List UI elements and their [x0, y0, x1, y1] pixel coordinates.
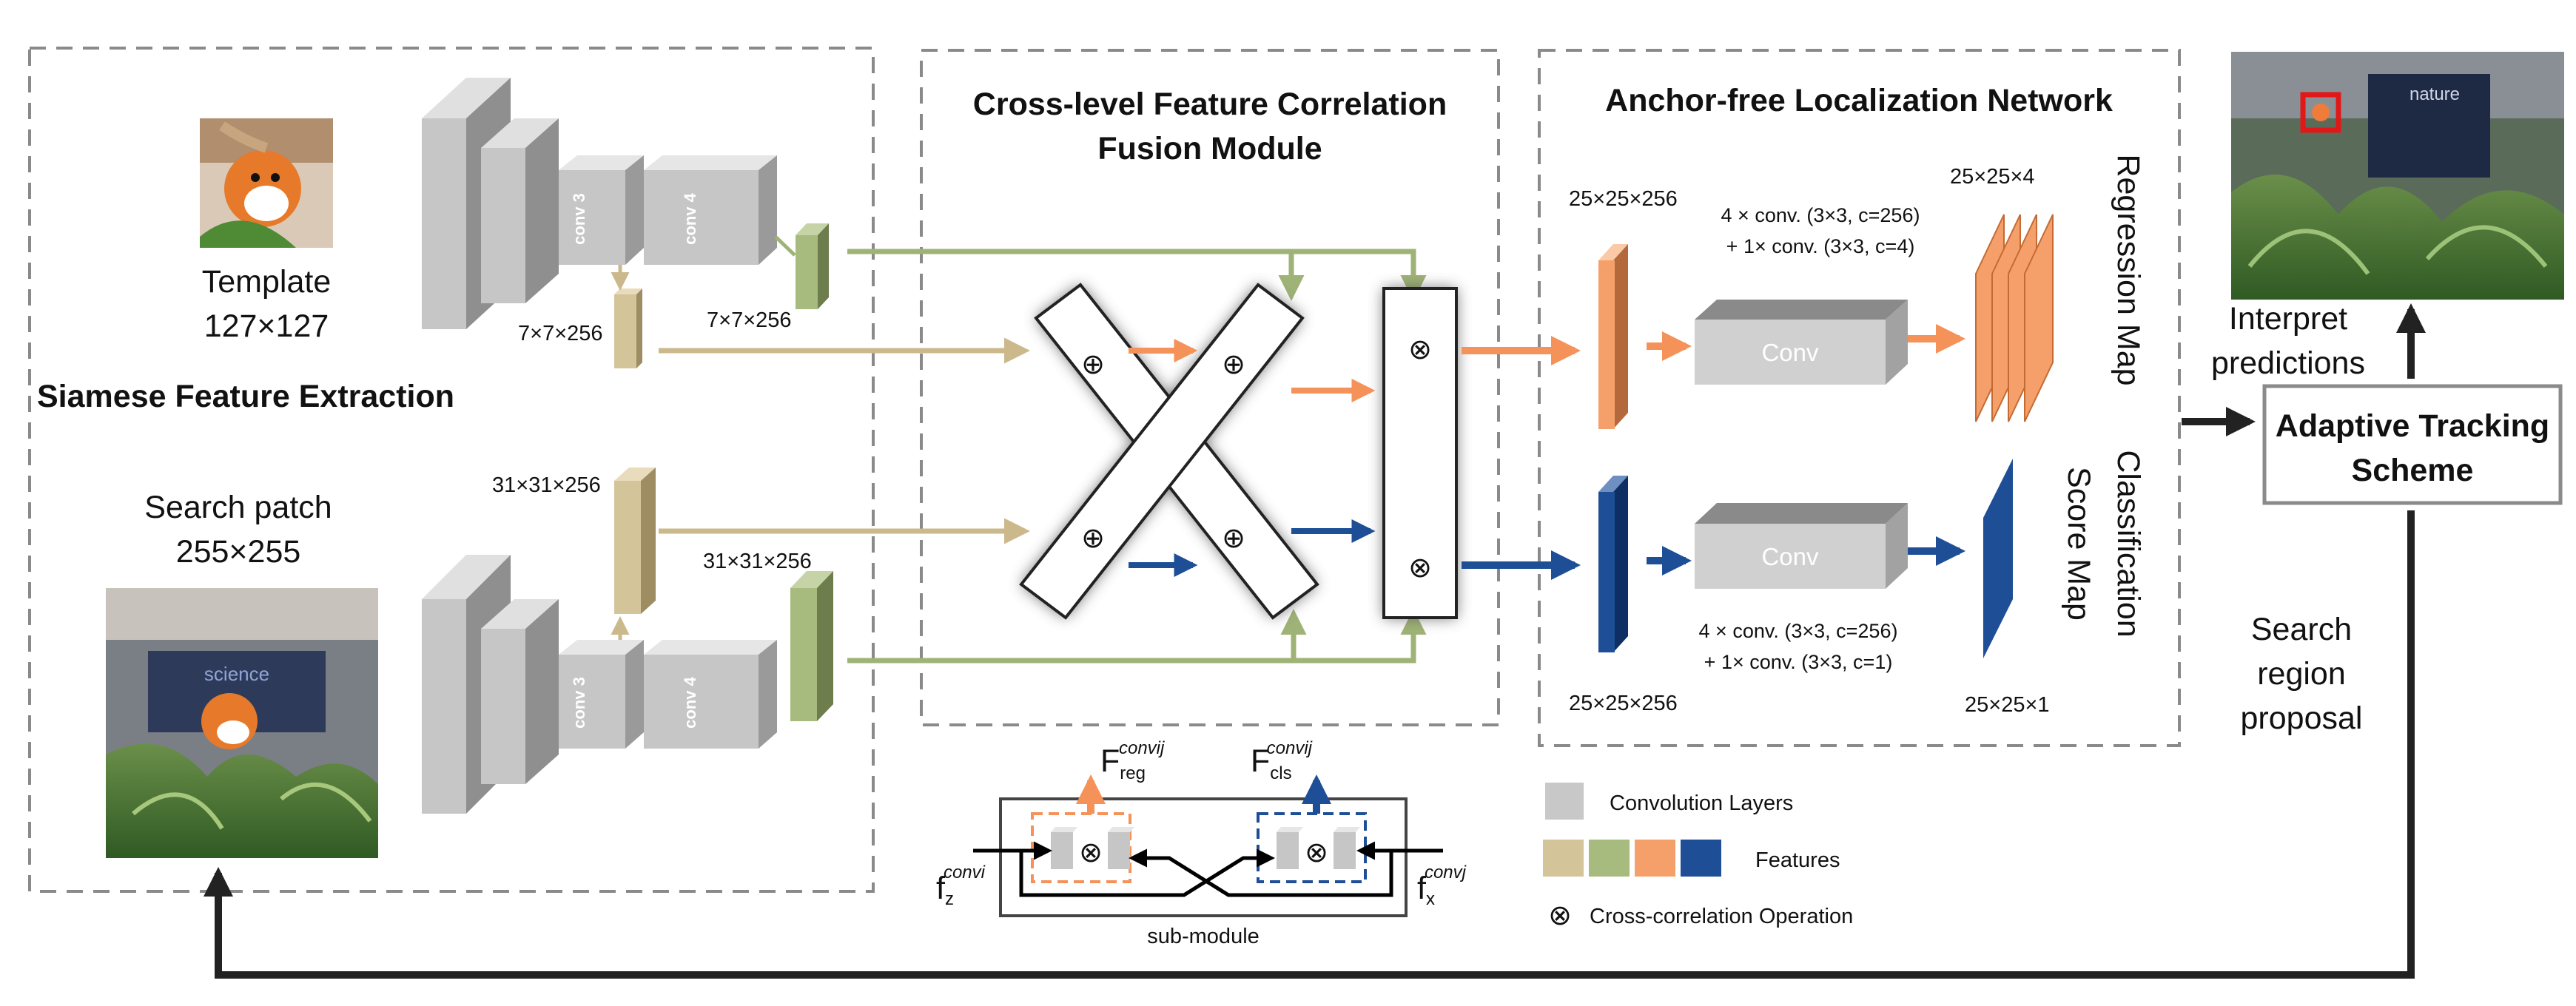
search-cnn	[422, 555, 777, 814]
template-feature-conv3	[614, 288, 642, 368]
search-conv4-label: conv 4	[681, 676, 699, 728]
cls-out-dim: 25×25×1	[1965, 693, 2050, 717]
cls-conv-desc-1: 4 × conv. (3×3, c=256)	[1699, 620, 1898, 642]
search-feature-conv4	[790, 571, 833, 721]
reg-conv-block	[1695, 300, 1908, 385]
template-feature-conv4	[796, 223, 829, 309]
fusion-add-3: ⊕	[1081, 523, 1105, 554]
submodule-fx-cross	[1129, 848, 1393, 897]
search-region-label-1: Search	[2251, 612, 2352, 647]
submodule-xcorr-cls: ⊗	[1305, 837, 1328, 868]
template-conv4-label: conv 4	[681, 192, 699, 244]
anchor-frame	[1538, 49, 2181, 747]
reg-feature	[1598, 244, 1628, 429]
legend-xcorr-symbol: ⊗	[1548, 900, 1572, 931]
fusion-add-1: ⊕	[1081, 349, 1105, 380]
reg-out-dim: 25×25×4	[1950, 165, 2035, 189]
svg-text:nature: nature	[2409, 84, 2460, 104]
submodule-cls-box	[1257, 812, 1367, 883]
submodule-fx: fxconvj	[1417, 862, 1467, 909]
adaptive-tracking-box	[2262, 384, 2563, 505]
submodule-xcorr-reg: ⊗	[1079, 837, 1103, 868]
template-dim-2: 7×7×256	[707, 308, 792, 332]
fusion-frame	[920, 49, 1500, 726]
template-label: Template	[202, 264, 331, 300]
fusion-add-4: ⊕	[1222, 523, 1245, 554]
siamese-frame	[28, 47, 875, 893]
search-dim-1: 31×31×256	[492, 473, 601, 497]
adaptive-label-2: Scheme	[2352, 453, 2474, 488]
template-image	[200, 118, 333, 248]
svg-text:science: science	[204, 663, 269, 685]
fusion-x-module	[1019, 283, 1458, 620]
search-conv4-to-fusion	[847, 609, 1427, 664]
fusion-add-2: ⊕	[1222, 349, 1245, 380]
reg-conv-desc-1: 4 × conv. (3×3, c=256)	[1721, 204, 1920, 226]
interpret-label-2: predictions	[2211, 345, 2365, 381]
anchor-title: Anchor-free Localization Network	[1605, 83, 2113, 118]
template-size: 127×127	[204, 308, 329, 344]
cls-map-title-1: Classification	[2111, 450, 2146, 637]
search-conv3-label: conv 3	[570, 677, 588, 729]
adaptive-label-1: Adaptive Tracking	[2276, 408, 2549, 444]
submodule-freg: Fregconvij	[1100, 738, 1165, 783]
fusion-xcorr-bottom: ⊗	[1408, 553, 1432, 584]
interpret-label-1: Interpret	[2229, 301, 2347, 337]
search-image: science	[106, 588, 378, 858]
legend-conv-label: Convolution Layers	[1610, 791, 1793, 815]
reg-map-title: Regression Map	[2111, 154, 2146, 385]
search-feature-conv3	[614, 467, 656, 614]
cls-map-title-2: Score Map	[2061, 467, 2096, 621]
fusion-xcorr-top: ⊗	[1408, 334, 1432, 365]
submodule-fz: fzconvi	[936, 862, 986, 909]
feedback-loop-arrow	[204, 510, 2415, 979]
cls-feature	[1598, 476, 1628, 652]
cls-conv-block	[1695, 503, 1908, 589]
search-size: 255×255	[176, 534, 301, 570]
reg-conv-label: Conv	[1761, 339, 1819, 366]
reg-conv-desc-2: + 1× conv. (3×3, c=4)	[1726, 235, 1915, 257]
legend-xcorr-label: Cross-correlation Operation	[1590, 905, 1853, 928]
template-conv3-label: conv 3	[570, 193, 588, 245]
template-conv4-to-fusion	[847, 249, 1427, 301]
search-region-label-2: region	[2257, 656, 2346, 692]
legend-features-label: Features	[1755, 848, 1840, 872]
template-conv4-arrow	[774, 235, 796, 257]
cls-map	[1983, 459, 2013, 658]
template-cnn	[422, 78, 777, 329]
cls-conv-desc-2: + 1× conv. (3×3, c=1)	[1704, 651, 1893, 673]
legend-feature-swatches	[1543, 840, 1721, 877]
fusion-title-2: Fusion Module	[1097, 131, 1322, 166]
submodule-label: sub-module	[1147, 925, 1260, 948]
result-image: nature	[2231, 52, 2564, 300]
reg-in-dim: 25×25×256	[1569, 187, 1678, 211]
submodule-fcls: Fclsconvij	[1251, 738, 1313, 783]
submodule-fz-cross	[1019, 848, 1275, 897]
reg-map	[1975, 214, 2054, 422]
cls-conv-label: Conv	[1761, 543, 1819, 570]
search-label: Search patch	[144, 490, 332, 525]
cls-in-dim: 25×25×256	[1569, 692, 1678, 715]
search-dim-2: 31×31×256	[703, 550, 812, 573]
template-dim-1: 7×7×256	[518, 322, 603, 345]
legend-conv-swatch	[1545, 783, 1584, 820]
fusion-title-1: Cross-level Feature Correlation	[973, 87, 1447, 122]
search-region-label-3: proposal	[2241, 701, 2363, 736]
siamese-title-1: Siamese Feature Extraction	[37, 379, 454, 414]
submodule-conv-blocks	[1051, 827, 1360, 869]
